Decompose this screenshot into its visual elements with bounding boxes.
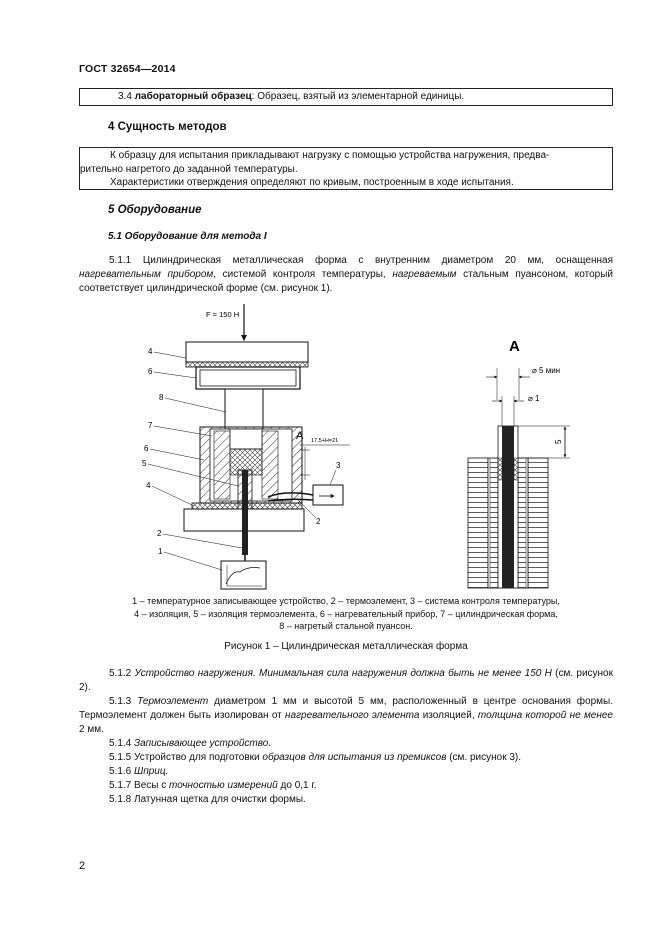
view-a-label: A [509, 338, 520, 355]
p511-text-c: , системой контроля температуры, [213, 269, 393, 280]
p516-b: Шприц. [134, 766, 169, 777]
paragraph-5-1-5: 5.1.5 Устройство для подготовки образцов… [79, 751, 613, 765]
paragraph-5-1-7: 5.1.7 Весы с точностью измерений до 0,1 … [79, 779, 613, 793]
legend-line-3: 8 – нагретый стальной пуансон. [279, 621, 413, 631]
p513-c: диаметром 1 мм и высотой 5 мм, расположе… [79, 696, 613, 721]
p517-a: 5.1.7 Весы с [109, 780, 169, 791]
p514-b: Записывающее устройство. [134, 738, 272, 749]
callout-5: 5 [142, 459, 147, 468]
paragraph-5-1-8: 5.1.8 Латунная щетка для очистки формы. [109, 794, 306, 805]
definition-box: 3.4 лабораторный образец: Образец, взяты… [79, 88, 613, 106]
p513-a: 5.1.3 [109, 696, 138, 707]
view-a-small-label: A [296, 430, 304, 442]
definition-term: лабораторный образец [134, 91, 252, 102]
paragraph-5-1-2: 5.1.2 Устройство нагружения. Минимальная… [79, 667, 613, 695]
temperature-control-system [312, 484, 344, 506]
detail-mold-left [467, 457, 489, 589]
figure-legend: 1 – температурное записывающее устройств… [79, 595, 613, 633]
paragraph-5-1-3: 5.1.3 Термоэлемент диаметром 1 мм и высо… [79, 695, 613, 737]
callout-6-side: 6 [144, 444, 149, 453]
definition-text: : Образец, взятый из элементарной единиц… [251, 91, 465, 102]
paragraph-5-1-4: 5.1.4 Записывающее устройство. [79, 737, 613, 751]
p512-b: Устройство нагружения. Минимальная сила … [134, 668, 552, 679]
p517-c: до 0,1 г. [277, 780, 317, 791]
p513-b: Термоэлемент [137, 696, 209, 707]
p512-a: 5.1.2 [109, 668, 135, 679]
detail-mold-right [527, 457, 549, 589]
p516-a: 5.1.6 [109, 766, 135, 777]
figure-1-drawing: F = 150 Н A 17,5+Н=21 4 6 8 7 6 5 [142, 304, 570, 590]
section-5-title: 5 Оборудование [108, 204, 202, 216]
section-4-title: 4 Сущность методов [108, 121, 227, 133]
dim-1-label: ⌀ 1 [528, 394, 540, 403]
callout-7: 7 [148, 421, 153, 430]
force-label: F = 150 Н [206, 310, 239, 319]
p512-c: (см. рисунок 2). [79, 668, 613, 693]
p513-f: толщина которой не менее [477, 710, 613, 721]
callout-1: 1 [158, 547, 163, 556]
callout-3: 3 [336, 461, 341, 470]
p513-d: нагревательного элемента [285, 710, 420, 721]
paragraph-5-1-1: 5.1.1 Цилиндрическая металлическая форма… [79, 254, 613, 296]
p515-a: 5.1.5 Устройство для подготовки [109, 752, 263, 763]
subsection-5-1-title: 5.1 Оборудование для метода I [108, 231, 267, 242]
callout-2-left: 2 [157, 529, 162, 538]
definition-number: 3.4 [118, 91, 132, 102]
callout-4-base: 4 [146, 481, 151, 490]
steel-punch [224, 388, 264, 430]
callout-6-top: 6 [148, 367, 153, 376]
p513-e: изоляцией, [419, 710, 478, 721]
essence-line-2: рительно нагретого до заданной температу… [80, 163, 298, 175]
p511-text-d: нагреваемым [392, 269, 457, 280]
essence-line-3: Характеристики отверждения определяют по… [110, 177, 514, 188]
thermocouple [242, 470, 248, 555]
legend-line-2: 4 – изоляция, 5 – изоляция термоэлемента… [134, 608, 558, 619]
top-plate [185, 341, 309, 363]
p517-b: точностью измерений [169, 780, 278, 791]
dim-5min-label: ⌀ 5 мин [532, 366, 560, 375]
essence-line-1: К образцу для испытания прикладывают наг… [110, 150, 550, 161]
p515-b: образцов для испытания из премиксов [262, 752, 447, 763]
callout-4-top: 4 [148, 347, 153, 356]
top-insulation [185, 361, 309, 368]
legend-line-1: 1 – температурное записывающее устройств… [132, 596, 560, 606]
p511-text-e: стальным пуансоном, который соответствуе… [79, 269, 613, 294]
p511-text-a: 5.1.1 Цилиндрическая металлическая форма… [109, 255, 613, 266]
paragraph-5-1-6: 5.1.6 Шприц. [79, 765, 613, 779]
dimension-top-label: 17,5+Н=21 [311, 438, 338, 444]
method-essence-box: К образцу для испытания прикладывают наг… [79, 147, 613, 190]
temperature-recorder [220, 560, 267, 590]
callout-8: 8 [159, 393, 164, 402]
detail-thermocouple [502, 426, 514, 588]
document-header-code: ГОСТ 32654—2014 [79, 63, 176, 75]
p513-g: 2 мм. [79, 724, 104, 735]
dim-5-label: 5 [554, 439, 563, 444]
p515-c: (см. рисунок 3). [446, 752, 522, 763]
p511-text-b: нагревательным прибором [79, 269, 214, 280]
callout-2-right: 2 [316, 517, 321, 526]
figure-caption: Рисунок 1 – Цилиндрическая металлическая… [224, 641, 468, 652]
page-number: 2 [79, 860, 86, 872]
p514-a: 5.1.4 [109, 738, 135, 749]
